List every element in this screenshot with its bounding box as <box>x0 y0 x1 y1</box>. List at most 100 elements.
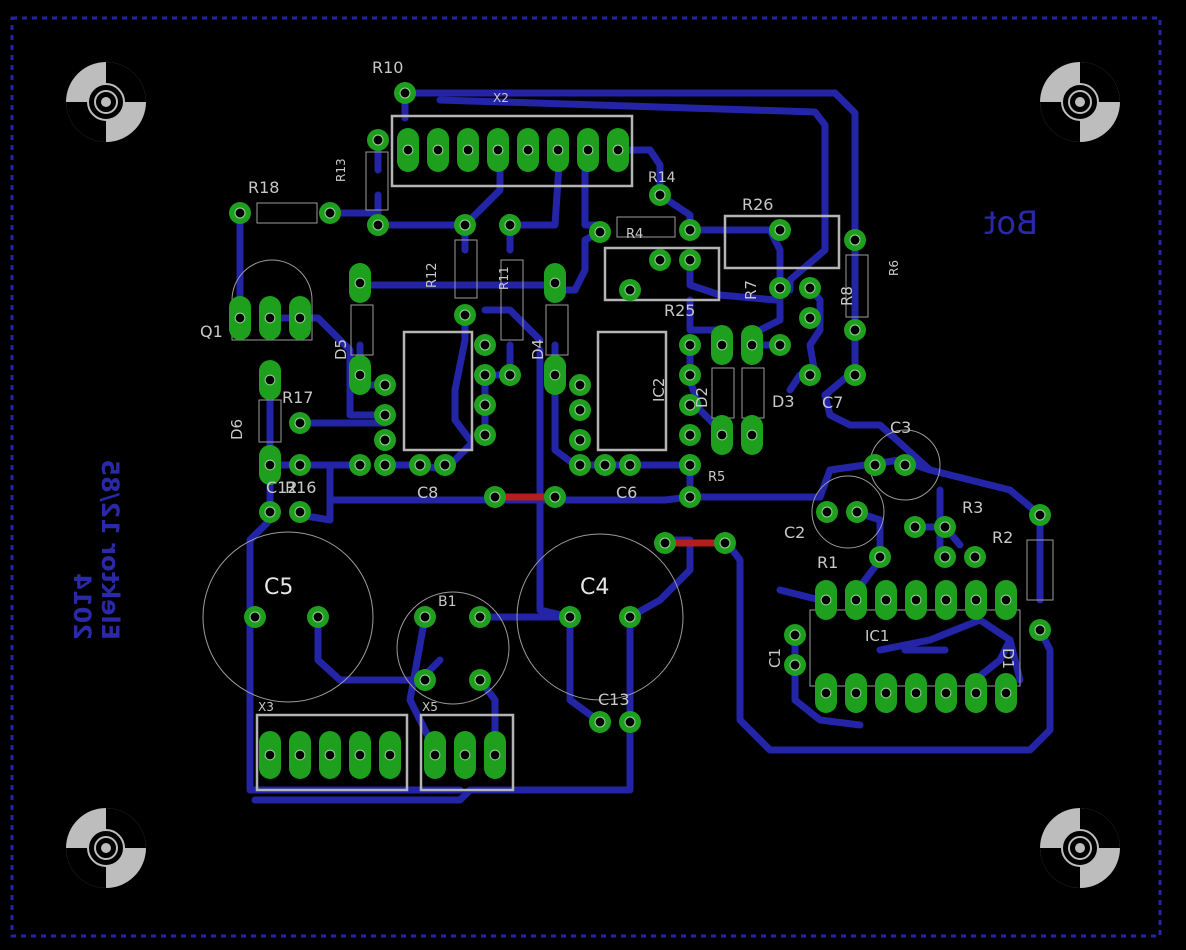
mounting-hole-bottom-left <box>66 808 146 888</box>
drill-hole <box>880 687 892 699</box>
label-D3: D3 <box>772 392 795 411</box>
drill-hole <box>479 339 491 351</box>
drill-hole <box>612 144 624 156</box>
label-C7: C7 <box>822 393 843 412</box>
drill-hole <box>774 282 786 294</box>
drill-hole <box>684 254 696 266</box>
drill-hole <box>492 144 504 156</box>
drill-hole <box>549 369 561 381</box>
drill-hole <box>599 459 611 471</box>
label-X2: X2 <box>493 91 509 105</box>
label-X3: X3 <box>258 700 274 714</box>
drill-hole <box>969 551 981 563</box>
drill-hole <box>414 459 426 471</box>
drill-hole <box>459 749 471 761</box>
label-C1: C1 <box>766 648 784 668</box>
drill-hole <box>659 537 671 549</box>
drill-hole <box>849 234 861 246</box>
drill-hole <box>716 429 728 441</box>
drill-hole <box>789 629 801 641</box>
label-R7: R7 <box>742 280 760 300</box>
drill-hole <box>264 374 276 386</box>
drill-hole <box>624 716 636 728</box>
drill-hole <box>294 506 306 518</box>
label-R25: R25 <box>664 301 695 320</box>
drill-hole <box>851 506 863 518</box>
drill-hole <box>594 716 606 728</box>
label-Bot: Bot <box>984 204 1038 242</box>
label-R6: R6 <box>887 260 901 276</box>
drill-hole <box>549 277 561 289</box>
label-C8: C8 <box>417 483 438 502</box>
label-R8: R8 <box>838 286 856 306</box>
drill-hole <box>1000 594 1012 606</box>
drill-hole <box>372 219 384 231</box>
drill-hole <box>774 339 786 351</box>
silkscreen-outlines <box>202 114 1054 792</box>
drill-hole <box>574 379 586 391</box>
drill-hole <box>552 144 564 156</box>
label-B1: B1 <box>438 594 457 610</box>
drill-hole <box>234 312 246 324</box>
drill-hole <box>462 144 474 156</box>
label-R13: R13 <box>334 158 348 182</box>
drill-hole <box>354 277 366 289</box>
label-R5: R5 <box>708 470 725 485</box>
drill-hole <box>249 611 261 623</box>
drill-hole <box>940 594 952 606</box>
drill-hole <box>582 144 594 156</box>
drill-hole <box>899 459 911 471</box>
drill-hole <box>379 459 391 471</box>
drill-hole <box>479 429 491 441</box>
drill-hole <box>324 749 336 761</box>
label-D2: D2 <box>693 387 711 408</box>
drill-hole <box>684 429 696 441</box>
board-marking: Elektor 12/85 2014 <box>68 459 124 640</box>
drill-hole <box>432 144 444 156</box>
drill-hole <box>940 687 952 699</box>
mounting-hole-top-right <box>1040 62 1120 142</box>
label-C3: C3 <box>890 418 911 437</box>
drill-hole <box>324 207 336 219</box>
label-D5: D5 <box>332 339 350 360</box>
drill-hole <box>910 687 922 699</box>
drill-hole <box>294 459 306 471</box>
drill-hole <box>522 144 534 156</box>
board-text-line1: Elektor 12/85 <box>96 459 124 640</box>
drill-hole <box>939 521 951 533</box>
copper-traces <box>236 89 1054 804</box>
drill-hole <box>489 491 501 503</box>
drill-hole <box>439 459 451 471</box>
drill-hole <box>504 369 516 381</box>
label-X5: X5 <box>422 700 438 714</box>
drill-hole <box>459 219 471 231</box>
drill-hole <box>354 369 366 381</box>
label-R12: R12 <box>425 262 440 288</box>
drill-hole <box>264 459 276 471</box>
drill-hole <box>379 379 391 391</box>
drill-hole <box>574 459 586 471</box>
label-R1: R1 <box>817 553 838 572</box>
drill-hole <box>384 749 396 761</box>
label-R17: R17 <box>282 388 313 407</box>
label-Q1: Q1 <box>200 322 223 341</box>
drill-hole <box>594 226 606 238</box>
drill-hole <box>746 339 758 351</box>
drill-hole <box>849 369 861 381</box>
label-R2: R2 <box>992 528 1013 547</box>
drill-hole <box>850 594 862 606</box>
drill-hole <box>264 312 276 324</box>
drill-hole <box>1000 687 1012 699</box>
drill-hole <box>504 219 516 231</box>
drill-hole <box>849 324 861 336</box>
label-IC1: IC1 <box>865 627 889 645</box>
drill-hole <box>821 506 833 518</box>
drill-hole <box>909 521 921 533</box>
drill-hole <box>264 506 276 518</box>
drill-hole <box>684 339 696 351</box>
drill-hole <box>684 459 696 471</box>
label-R26: R26 <box>742 195 773 214</box>
silkscreen-labels: R10 X2 R13 R18 R14 R4 R26 Bot R6 R12 R11… <box>200 58 1038 714</box>
label-R4: R4 <box>626 227 643 242</box>
drill-hole <box>564 611 576 623</box>
